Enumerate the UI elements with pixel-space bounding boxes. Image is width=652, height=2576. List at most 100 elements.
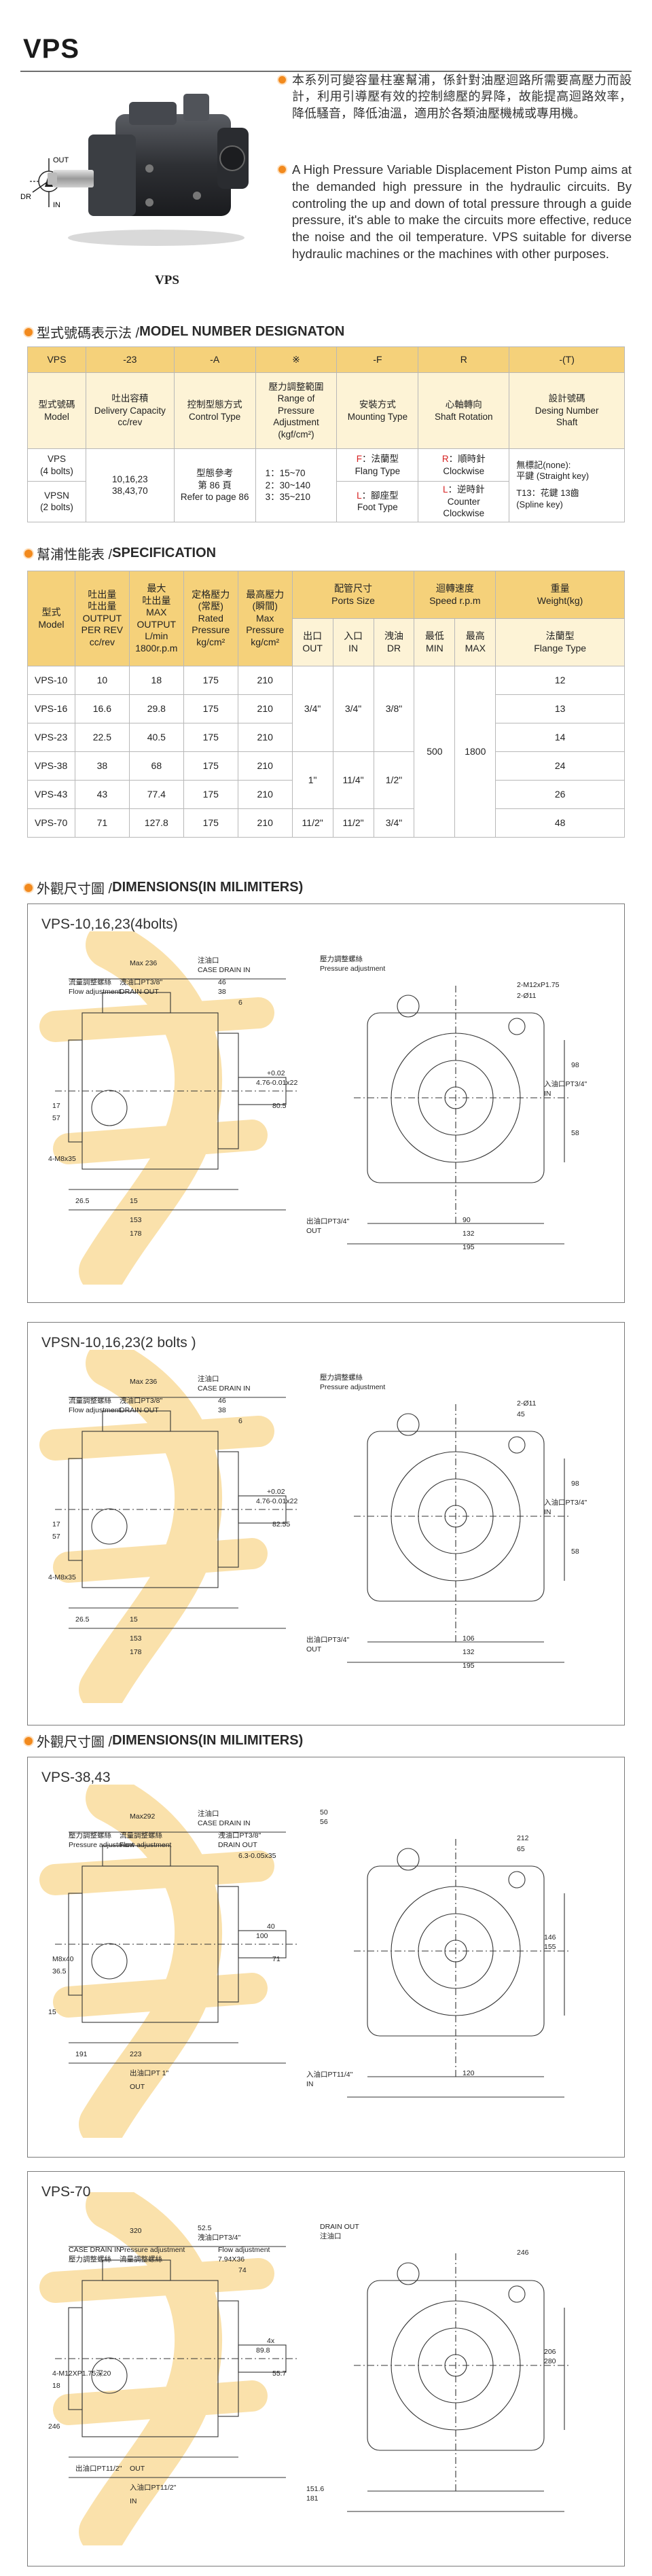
header-text: 最大 <box>147 583 166 594</box>
value-code: L <box>443 484 448 495</box>
dimension-label: +0.02 <box>267 1069 285 1077</box>
dimension-label: 206 <box>544 2348 556 2356</box>
watermark-logo <box>39 1785 274 2138</box>
value-text: (2 bolts) <box>40 502 73 513</box>
shaft-value-cell: 無標記(none): 平鍵 (Straight key) T13：花鍵 13齒 … <box>509 448 625 522</box>
dimension-label: 壓力調整螺絲 <box>320 1373 363 1382</box>
dimension-label: 入油口PT3/4" <box>544 1498 587 1507</box>
rotation-r-cell: R：順時針 Clockwise <box>418 448 510 482</box>
dimension-label: OUT <box>306 1645 322 1653</box>
header-text: 最高壓力 <box>246 588 285 600</box>
model-code-row: VPS -23 -A ※ -F R -(T) <box>27 346 625 373</box>
label-zh: 型式號碼 <box>38 399 75 410</box>
dims-section-en: DIMENSIONS(IN MILIMITERS) <box>112 1733 304 1748</box>
model-number-table: VPS -23 -A ※ -F R -(T) 型式號碼 Model 吐出容積 D… <box>27 346 625 522</box>
dimension-label: 57 <box>52 1533 60 1541</box>
cell-rated: 175 <box>183 780 238 809</box>
pump-product-image <box>48 94 249 246</box>
dimension-label: 106 <box>463 1634 475 1643</box>
dimension-label: 65 <box>517 1845 525 1853</box>
dimension-label: 26.5 <box>75 1615 90 1624</box>
value-text: (4 bolts) <box>40 465 73 476</box>
bullet-icon <box>24 1736 33 1745</box>
title-divider <box>20 71 632 72</box>
header-text: 最低 <box>424 630 444 641</box>
drawing-title: VPSN-10,16,23(2 bolts ) <box>41 1335 196 1350</box>
cell-port-in: 11/2" <box>332 808 374 838</box>
dimension-label: Flow adjustment <box>69 1406 121 1414</box>
dimension-label: 洩油口PT3/4" <box>198 2233 241 2242</box>
dimension-label: 153 <box>130 1216 142 1224</box>
bullet-icon <box>278 166 286 173</box>
header-text: (常壓) <box>198 601 223 612</box>
dimension-label: 153 <box>130 1634 142 1643</box>
dimension-label: 90 <box>463 1216 471 1224</box>
header-model: 型式 Model <box>27 571 75 666</box>
dimension-label: 流量調整螺絲 <box>120 1831 162 1840</box>
header-text: 法蘭型 <box>545 630 575 641</box>
specification-table: 型式 Model 吐出量 吐出量 OUTPUT PER REV cc/rev 最… <box>27 571 625 838</box>
dimension-label: 155 <box>544 1943 556 1951</box>
cell-max-pressure: 210 <box>237 723 293 752</box>
dimension-label: 58 <box>571 1129 579 1137</box>
side-view-head <box>102 2259 171 2281</box>
dimension-label: 2-Ø11 <box>517 1399 537 1408</box>
cell-weight: 12 <box>495 666 625 695</box>
dimension-label: CASE DRAIN IN <box>198 966 251 974</box>
cell-max-output: 68 <box>128 751 184 781</box>
dimension-label: 15 <box>130 1615 138 1624</box>
dimension-label: 4-M8x35 <box>48 1573 76 1581</box>
dimension-label: 入油口PT3/4" <box>544 1079 587 1088</box>
dimension-label: 38 <box>218 988 226 996</box>
dimension-label: 出油口PT11/2" <box>75 2464 122 2473</box>
subheader-out: 出口 OUT <box>291 618 333 666</box>
header-text: MAX <box>146 607 167 618</box>
dimension-label: OUT <box>130 2083 145 2091</box>
cell-output: 22.5 <box>74 723 130 752</box>
label-unit: (kgf/cm²) <box>278 429 314 440</box>
value-text: VPS <box>47 453 66 464</box>
cell-port-out: 11/2" <box>291 808 333 838</box>
subheader-min: 最低 MIN <box>414 618 456 666</box>
value-text: 型態參考 <box>196 468 234 478</box>
label-en: Shaft Rotation <box>435 411 493 422</box>
value-text: ：順時針 <box>448 453 486 464</box>
cell-port-dr: 3/4" <box>373 808 415 838</box>
dimension-label: 17 <box>52 1102 60 1110</box>
value-text: 38,43,70 <box>112 486 148 497</box>
code-cell: ※ <box>255 346 338 373</box>
dimension-label: 191 <box>75 2050 88 2058</box>
header-text: 重量 <box>550 583 570 594</box>
side-view-head <box>102 1410 171 1432</box>
dimension-label: 246 <box>517 2249 529 2257</box>
dimension-label: Flow adjustment <box>69 988 121 996</box>
label-en: Control Type <box>189 411 241 422</box>
dimension-label: DRAIN OUT <box>320 2223 359 2231</box>
dimension-label: 注油口 <box>198 956 219 965</box>
dimension-label: +0.02 <box>267 1488 285 1496</box>
value-text: Flang Type <box>355 465 401 476</box>
label-en: Range of Pressure <box>277 393 315 416</box>
cell-output: 16.6 <box>74 694 130 723</box>
label-zh: 壓力調整範圍 <box>268 381 324 392</box>
label-cell: 型式號碼 Model <box>27 372 86 449</box>
value-text: 2：30~140 <box>265 480 311 490</box>
cell-max-output: 18 <box>128 666 184 695</box>
dimension-label: CASE DRAIN IN <box>69 2246 122 2254</box>
cell-output: 71 <box>74 808 130 838</box>
watermark-logo <box>39 931 274 1285</box>
model-value-cell: VPSN (2 bolts) <box>27 481 86 522</box>
model-label-row: 型式號碼 Model 吐出容積 Delivery Capacity cc/rev… <box>27 372 625 449</box>
dimension-label: 181 <box>306 2494 319 2503</box>
dimension-label: Flow adjustment <box>218 2246 270 2254</box>
dimension-label: CASE DRAIN IN <box>198 1384 251 1393</box>
code-cell: -A <box>173 346 256 373</box>
dimension-label: 50 <box>320 1808 328 1817</box>
cell-rated: 175 <box>183 808 238 838</box>
value-text: ：腳座型 <box>361 490 399 501</box>
dimension-label: 2-M12xP1.75 <box>517 981 560 989</box>
dimension-label: 入油口PT11/2" <box>130 2483 177 2492</box>
header-text: 吐出量 <box>88 588 117 600</box>
